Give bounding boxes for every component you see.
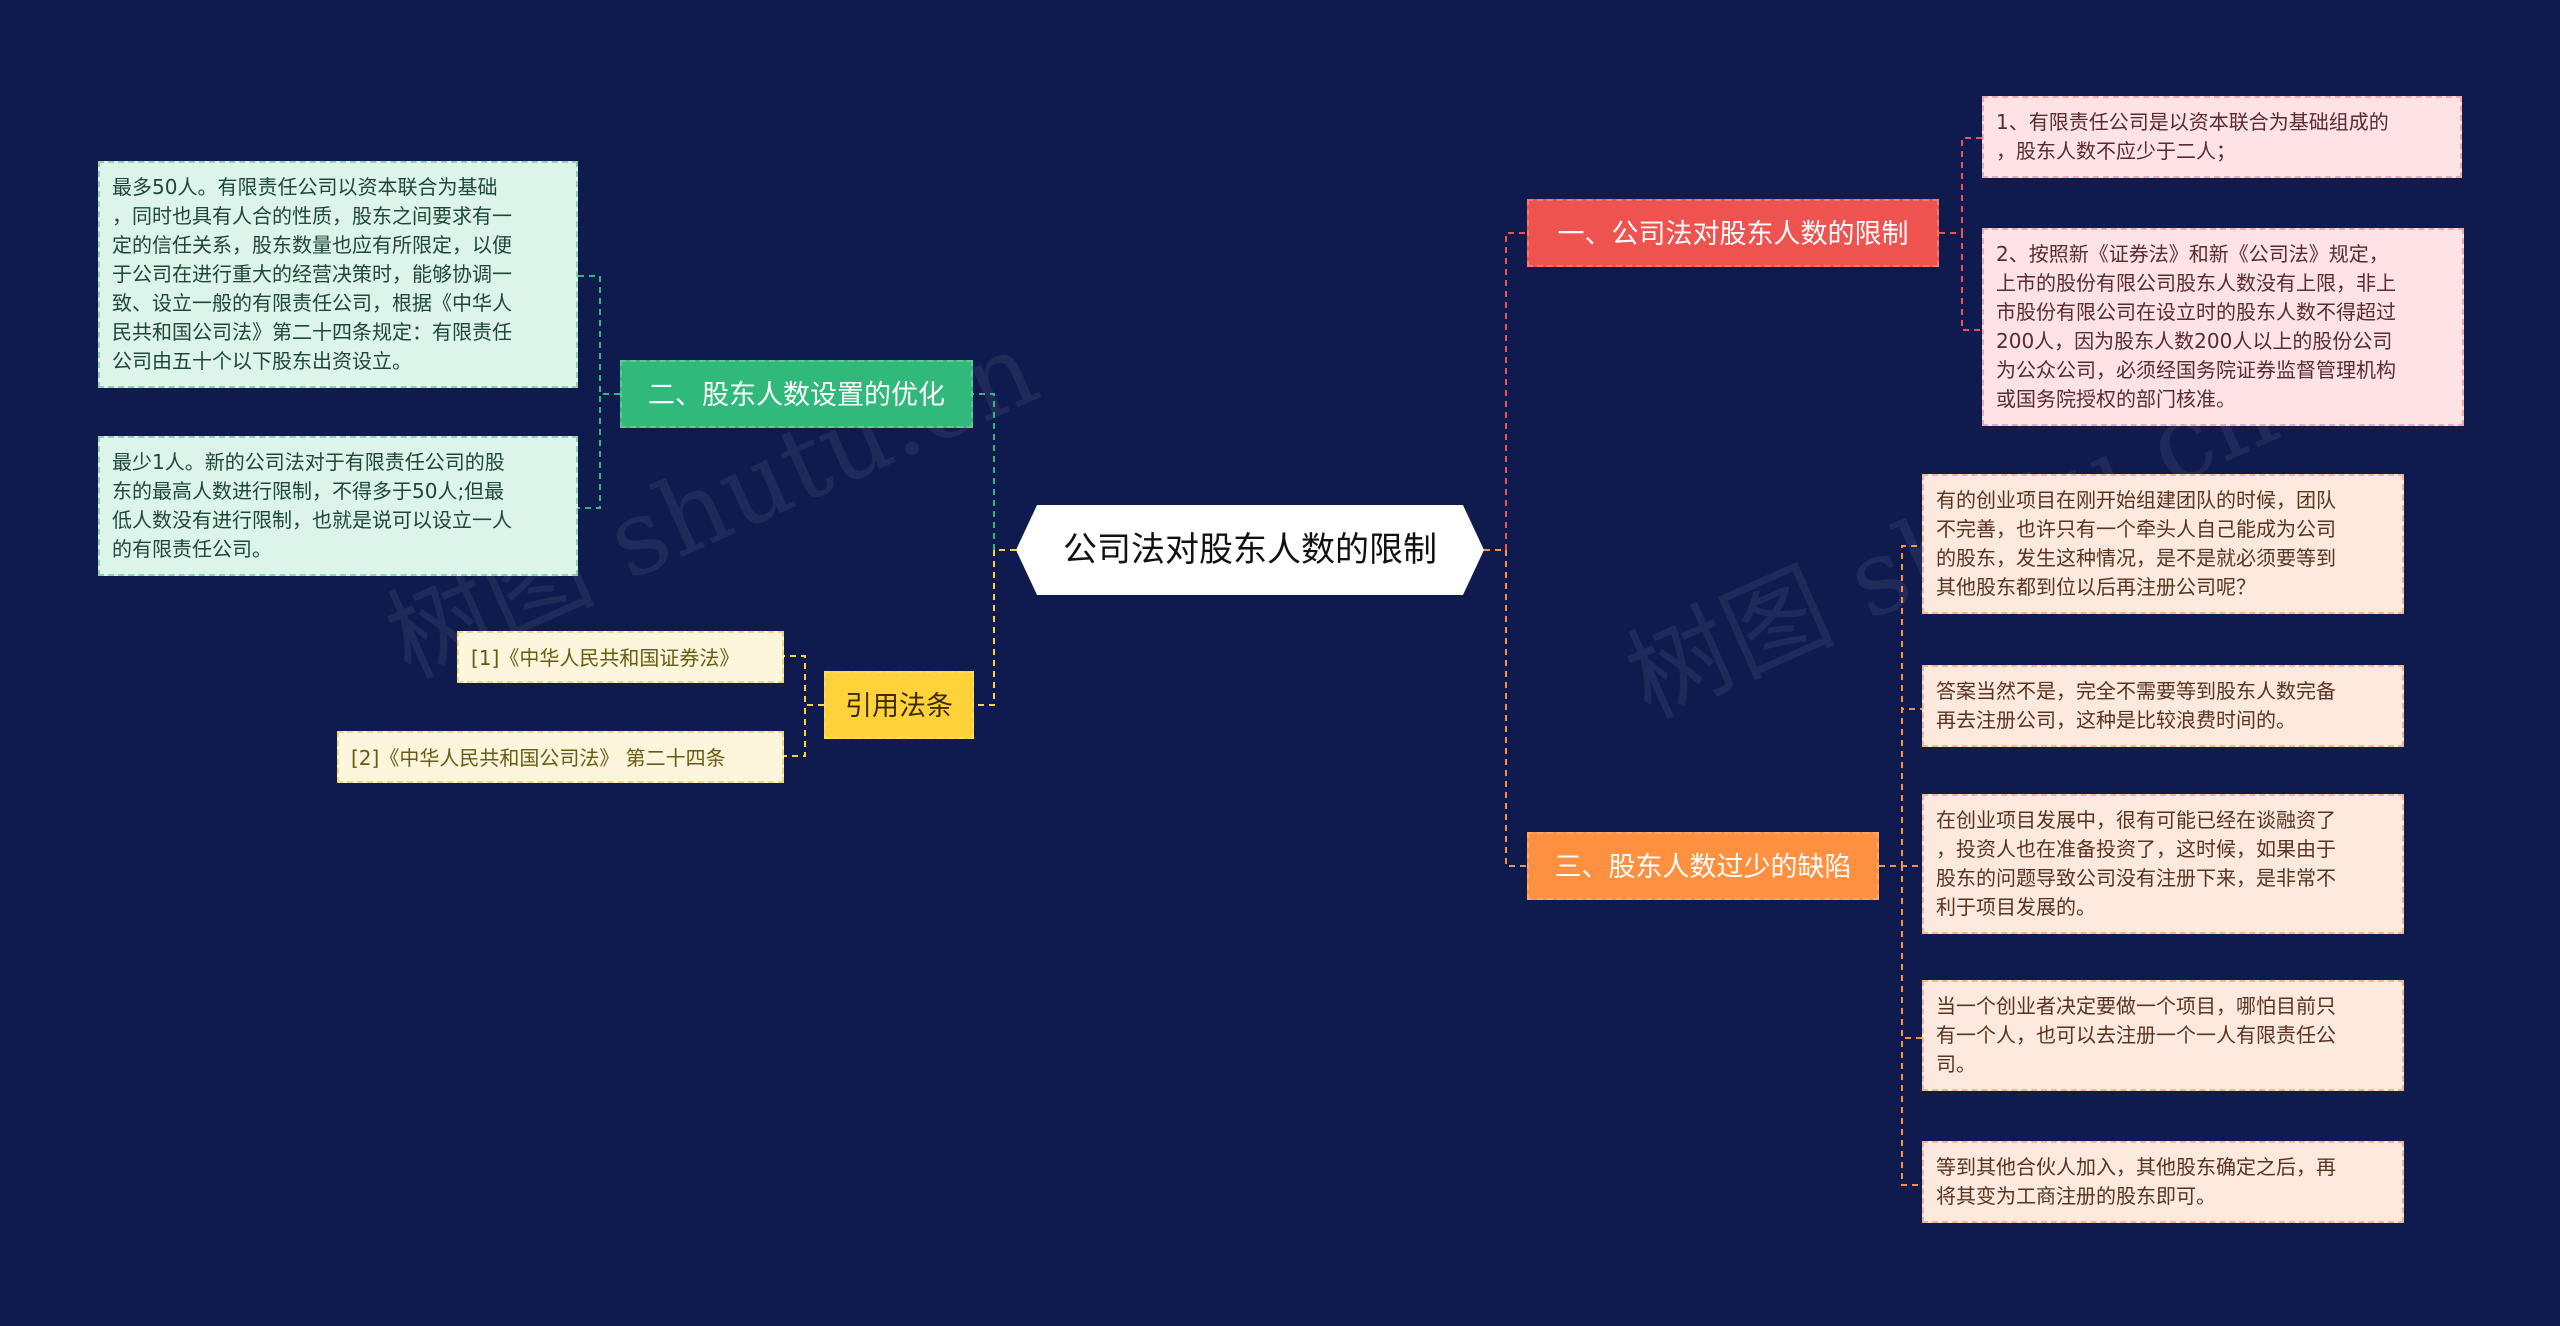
connector-b2-leaf2 — [578, 393, 620, 509]
connector-b2-leaf1 — [578, 275, 620, 395]
leaf-financing-risk[interactable]: 在创业项目发展中，很有可能已经在谈融资了 ，投资人也在准备投资了，这时候，如果由… — [1922, 794, 2404, 934]
leaf-one-person-company[interactable]: 当一个创业者决定要做一个项目，哪怕目前只 有一个人，也可以去注册一个一人有限责任… — [1922, 980, 2404, 1091]
connector-b1-leaf2 — [1939, 232, 1982, 331]
leaf-company-law-art24[interactable]: [2]《中华人民共和国公司法》 第二十四条 — [337, 731, 784, 783]
connector-center-b2 — [973, 393, 1016, 551]
connector-b3-leaf1 — [1879, 545, 1922, 867]
connector-b4-leaf2 — [784, 704, 824, 757]
connector-center-b1 — [1484, 232, 1527, 551]
leaf-max-50[interactable]: 最多50人。有限责任公司以资本联合为基础 ，同时也具有人合的性质，股东之间要求有… — [98, 161, 578, 388]
leaf-register-later[interactable]: 等到其他合伙人加入，其他股东确定之后，再 将其变为工商注册的股东即可。 — [1922, 1141, 2404, 1223]
branch-cited-laws[interactable]: 引用法条 — [824, 671, 974, 739]
branch-shareholder-optimization[interactable]: 二、股东人数设置的优化 — [620, 360, 973, 428]
central-topic[interactable]: 公司法对股东人数的限制 — [1016, 505, 1484, 595]
connector-b3-leaf5 — [1879, 865, 1922, 1186]
connector-b1-leaf1 — [1939, 137, 1982, 234]
leaf-answer-no-wait[interactable]: 答案当然不是，完全不需要等到股东人数完备 再去注册公司，这种是比较浪费时间的。 — [1922, 665, 2404, 747]
connector-b4-leaf1 — [784, 655, 824, 706]
leaf-limited-company-min[interactable]: 1、有限责任公司是以资本联合为基础组成的 ，股东人数不应少于二人； — [1982, 96, 2462, 178]
connector-center-b4 — [974, 549, 1016, 706]
leaf-listed-company-rule[interactable]: 2、按照新《证券法》和新《公司法》规定， 上市的股份有限公司股东人数没有上限，非… — [1982, 228, 2464, 426]
connector-center-b3 — [1484, 549, 1527, 867]
branch-too-few-shareholders[interactable]: 三、股东人数过少的缺陷 — [1527, 832, 1879, 900]
connector-b3-leaf2 — [1879, 708, 1922, 867]
connector-b3-leaf4 — [1879, 865, 1922, 1039]
leaf-securities-law[interactable]: [1]《中华人民共和国证券法》 — [457, 631, 784, 683]
leaf-startup-team-question[interactable]: 有的创业项目在刚开始组建团队的时候，团队 不完善，也许只有一个牵头人自己能成为公… — [1922, 474, 2404, 614]
leaf-min-1[interactable]: 最少1人。新的公司法对于有限责任公司的股 东的最高人数进行限制，不得多于50人;… — [98, 436, 578, 576]
branch-shareholder-limit[interactable]: 一、公司法对股东人数的限制 — [1527, 199, 1939, 267]
